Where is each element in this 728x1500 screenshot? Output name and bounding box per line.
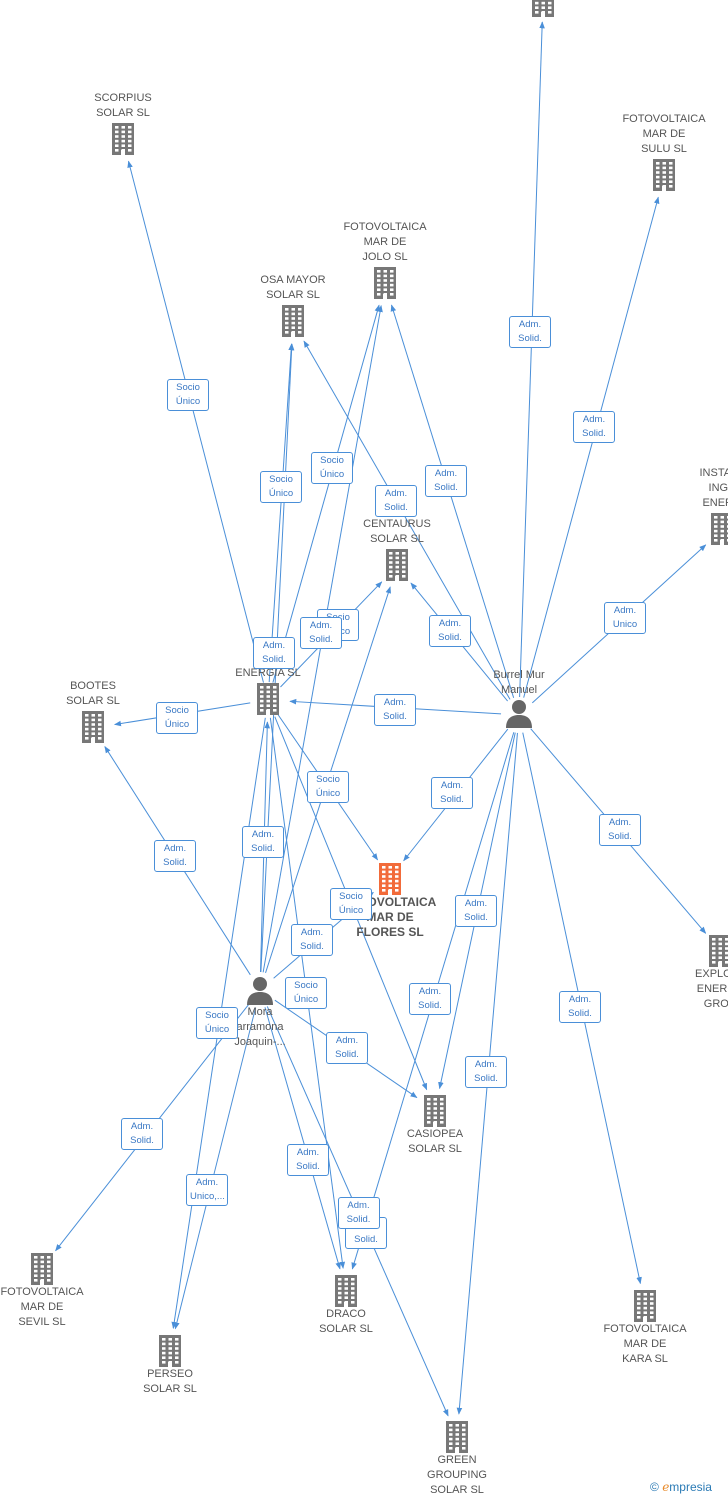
node-label: FOTOVOLTAICA MAR DE KARA SL xyxy=(603,1323,687,1365)
node-perseo[interactable]: PERSEO SOLAR SL xyxy=(115,1333,225,1397)
edge-burrel-osa xyxy=(303,340,511,700)
edge-label-mora-bootes[interactable]: Adm.Solid. xyxy=(154,840,196,872)
node-green_energia[interactable]: G GR ENERGIA SL xyxy=(213,636,323,715)
building-icon xyxy=(31,1253,53,1285)
building-icon xyxy=(634,1290,656,1322)
node-top[interactable] xyxy=(488,0,598,17)
node-label: Burrel Mur Manuel xyxy=(493,669,545,696)
building-icon xyxy=(112,123,134,155)
edge-label-mora-green_energia[interactable]: Adm.Solid. xyxy=(242,826,284,858)
building-icon xyxy=(159,1335,181,1367)
node-osa[interactable]: OSA MAYOR SOLAR SL xyxy=(238,273,348,337)
edge-mora-draco xyxy=(264,1007,341,1270)
building-icon xyxy=(374,267,396,299)
node-bootes[interactable]: BOOTES SOLAR SL xyxy=(38,679,148,743)
node-label: FOTOVOLTAICA MAR DE SEVIL SL xyxy=(0,1286,84,1328)
edge-label-burrel-flores[interactable]: Adm.Solid. xyxy=(431,777,473,809)
node-jolo[interactable]: FOTOVOLTAICA MAR DE JOLO SL xyxy=(330,220,440,299)
node-casiopea[interactable]: CASIOPEA SOLAR SL xyxy=(380,1093,490,1157)
edge-label-burrel-centaurus[interactable]: Adm.Solid. xyxy=(429,615,471,647)
node-label: CASIOPEA SOLAR SL xyxy=(406,1128,464,1155)
edge-label-burrel-kara[interactable]: Adm.Solid. xyxy=(559,991,601,1023)
brand-first-letter: e xyxy=(662,1480,670,1494)
node-explota[interactable]: EXPLOTA ENERGE GROS xyxy=(665,933,728,1012)
building-icon xyxy=(424,1095,446,1127)
edge-burrel-top xyxy=(519,21,545,698)
edge-green_energia-osa xyxy=(268,343,294,683)
edge-burrel-jolo xyxy=(390,304,515,698)
node-sulu[interactable]: FOTOVOLTAICA MAR DE SULU SL xyxy=(609,112,719,191)
node-mora[interactable]: Mora arramona Joaquin-... xyxy=(205,975,315,1050)
building-icon xyxy=(709,935,728,967)
edge-label-burrel-top[interactable]: Adm.Solid. xyxy=(509,316,551,348)
node-label: BOOTES SOLAR SL xyxy=(66,680,120,707)
node-label: DRACO SOLAR SL xyxy=(319,1308,373,1335)
node-label: SCORPIUS SOLAR SL xyxy=(94,92,152,119)
building-icon xyxy=(82,711,104,743)
edge-label-burrel-explota[interactable]: Adm.Solid. xyxy=(599,814,641,846)
node-label: Mora arramona Joaquin-... xyxy=(234,1006,286,1048)
node-label: GREEN GROUPING SOLAR SL xyxy=(427,1454,487,1496)
node-label: PERSEO SOLAR SL xyxy=(143,1368,197,1395)
building-icon xyxy=(335,1275,357,1307)
person-icon xyxy=(506,700,532,728)
node-kara[interactable]: FOTOVOLTAICA MAR DE KARA SL xyxy=(590,1288,700,1367)
copyright: © empresia xyxy=(650,1480,712,1494)
edge-label-burrel-sulu[interactable]: Adm.Solid. xyxy=(573,411,615,443)
edge-label-mora-green_grouping[interactable]: Adm.Solid. xyxy=(337,1197,380,1229)
main-building-icon xyxy=(379,863,401,895)
node-label: FOTOVOLTAICA MAR DE JOLO SL xyxy=(343,221,427,263)
node-scorpius[interactable]: SCORPIUS SOLAR SL xyxy=(68,91,178,155)
edge-green_energia-scorpius xyxy=(127,160,264,683)
edge-burrel-sulu xyxy=(523,196,660,698)
edge-label-burrel-osa[interactable]: Adm.Solid. xyxy=(375,485,417,517)
building-icon xyxy=(532,0,554,17)
node-green_grouping[interactable]: GREEN GROUPING SOLAR SL xyxy=(402,1419,512,1498)
edge-label-burrel-jolo[interactable]: Adm.Solid. xyxy=(425,465,467,497)
edge-label-mora-sevil[interactable]: Adm.Unico,... xyxy=(186,1174,228,1206)
node-burrel[interactable]: Burrel Mur Manuel xyxy=(464,668,574,728)
node-centaurus[interactable]: CENTAURUS SOLAR SL xyxy=(342,517,452,581)
building-icon xyxy=(386,549,408,581)
node-sevil[interactable]: FOTOVOLTAICA MAR DE SEVIL SL xyxy=(0,1251,97,1330)
edge-label-burrel-instala[interactable]: Adm.Unico xyxy=(604,602,646,634)
node-label: EXPLOTA ENERGE GROS xyxy=(695,968,728,1010)
edge-label-mora-perseo[interactable]: Adm.Solid. xyxy=(287,1144,329,1176)
edge-label-burrel-casiopea[interactable]: Adm.Solid. xyxy=(455,895,497,927)
building-icon xyxy=(653,159,675,191)
building-icon xyxy=(711,513,728,545)
edge-label-burrel-draco[interactable]: Adm.Solid. xyxy=(409,983,451,1015)
node-label: FOTOVOLTAICA MAR DE SULU SL xyxy=(622,113,706,155)
edge-green_energia-jolo xyxy=(272,304,381,683)
edge-label-mora-flores[interactable]: Adm.Solid. xyxy=(326,1032,368,1064)
node-draco[interactable]: DRACO SOLAR SL xyxy=(291,1273,401,1337)
edge-label-mora-centaurus[interactable]: Adm.Solid. xyxy=(291,924,333,956)
building-icon xyxy=(282,305,304,337)
node-label: CENTAURUS SOLAR SL xyxy=(363,518,431,545)
node-label: OSA MAYOR SOLAR SL xyxy=(260,274,326,301)
building-icon xyxy=(257,683,279,715)
edge-mora-perseo xyxy=(174,1007,257,1330)
edge-label-burrel-green_grouping[interactable]: Adm.Solid. xyxy=(465,1056,507,1088)
brand-name: mpresia xyxy=(669,1480,712,1494)
edge-label-burrel-green_energia[interactable]: Adm.Solid. xyxy=(374,694,416,726)
copyright-symbol: © xyxy=(650,1480,659,1494)
person-icon xyxy=(247,977,273,1005)
edge-label-mora-jolo[interactable]: Adm.Solid. xyxy=(300,617,342,649)
edge-label-mora-casiopea[interactable]: Adm.Solid. xyxy=(121,1118,163,1150)
building-icon xyxy=(446,1421,468,1453)
edge-label-mora-osa[interactable]: Adm.Solid. xyxy=(253,637,295,669)
